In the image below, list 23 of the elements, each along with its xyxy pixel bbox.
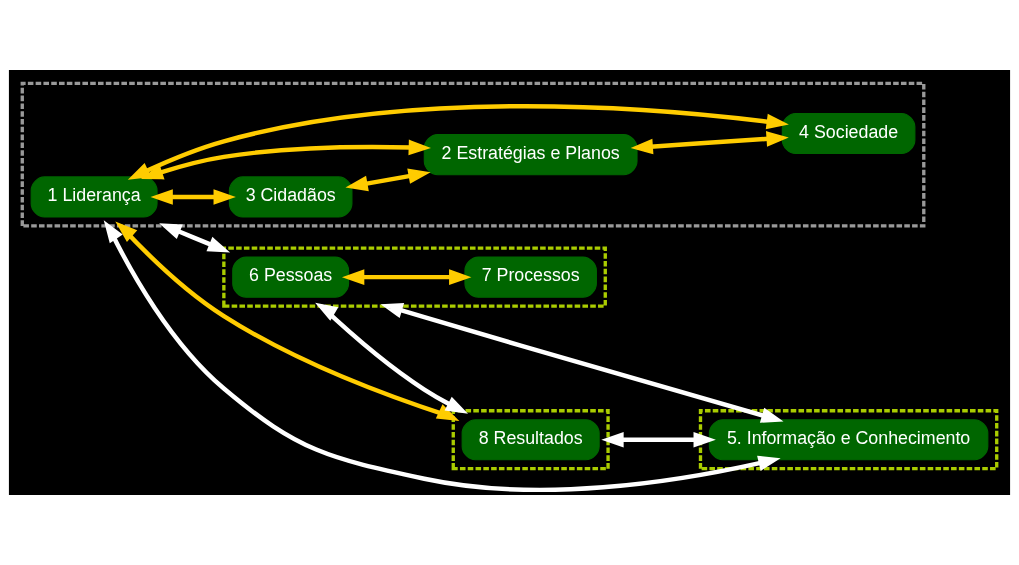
node-box: 2 Estratégias e Planos bbox=[423, 134, 638, 176]
arrow bbox=[315, 302, 468, 414]
arrow bbox=[345, 168, 431, 192]
node-box: 1 Liderança bbox=[30, 176, 158, 218]
node-box: 4 Sociedade bbox=[781, 112, 916, 155]
cluster bbox=[451, 409, 610, 471]
cluster bbox=[20, 81, 926, 228]
arrow bbox=[127, 104, 789, 180]
node-box: 7 Processos bbox=[464, 256, 597, 298]
cluster bbox=[222, 246, 607, 308]
arrow bbox=[103, 220, 781, 493]
node-box: 5. Informação e Conhecimento bbox=[708, 419, 989, 461]
node-box: 6 Pessoas bbox=[232, 256, 350, 298]
arrow bbox=[380, 303, 784, 423]
node-box: 8 Resultados bbox=[461, 419, 600, 461]
arrow bbox=[630, 131, 789, 155]
node-box: 3 Cidadãos bbox=[228, 176, 353, 218]
arrow bbox=[601, 431, 716, 448]
arrow bbox=[115, 221, 460, 421]
arrow bbox=[140, 139, 431, 180]
arrow bbox=[150, 189, 236, 205]
arrow bbox=[159, 223, 231, 253]
arrow bbox=[342, 269, 472, 285]
